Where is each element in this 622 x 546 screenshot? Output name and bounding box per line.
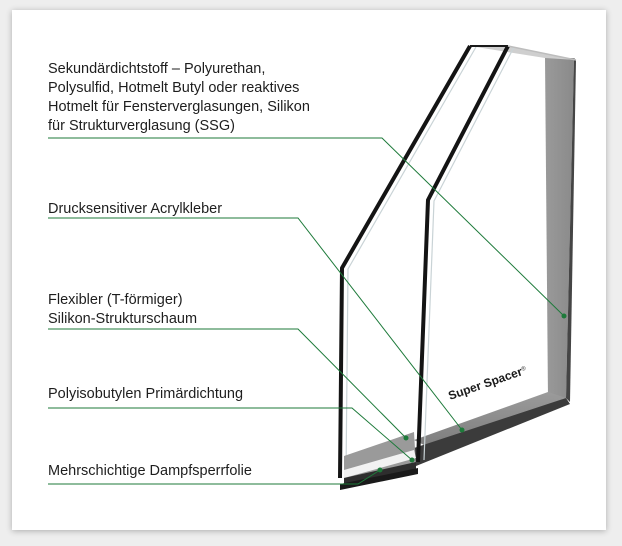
spacer-frame	[414, 46, 576, 466]
rear-glass-pane	[416, 45, 510, 463]
spacer-vertical-side	[566, 58, 576, 402]
leader-dot	[409, 457, 415, 463]
leader-line-vapor-barrier	[48, 469, 381, 485]
leader-dot	[561, 313, 567, 319]
label-line: Mehrschichtige Dampfsperrfolie	[48, 463, 252, 479]
front-glass-pane-highlight	[345, 46, 477, 477]
spacer-section	[340, 432, 418, 490]
label-primary-seal: Polyisobutylen Primärdichtung	[48, 385, 243, 404]
leader-dot	[459, 427, 465, 433]
label-line: Hotmelt für Fensterverglasungen, Silikon	[48, 99, 310, 115]
label-line: Silikon-Strukturschaum	[48, 311, 198, 327]
leader-line-acrylic-adhesive	[48, 217, 463, 431]
label-secondary-sealant: Sekundärdichtstoff – Polyurethan, Polysu…	[48, 60, 310, 136]
label-silicone-foam: Flexibler (T-förmiger) Silikon-Strukturs…	[48, 291, 197, 329]
leader-dot	[403, 435, 409, 441]
glass-top-edge-back	[507, 45, 577, 61]
label-line: Sekundärdichtstoff – Polyurethan,	[48, 61, 266, 77]
label-line: für Strukturverglasung (SSG)	[48, 118, 235, 134]
product-mark: Super Spacer	[446, 364, 524, 403]
vapor-barrier-strip	[344, 450, 416, 478]
spacer-vertical-face	[545, 58, 574, 400]
spacer-top-edge	[470, 46, 576, 60]
leader-dots	[377, 313, 567, 473]
product-mark-symbol: ®	[520, 365, 527, 373]
label-line: Flexibler (T-förmiger)	[48, 292, 183, 308]
leader-lines	[48, 137, 565, 485]
leader-line-secondary-sealant	[48, 137, 565, 317]
leader-dot	[377, 467, 383, 473]
secondary-sealant-base	[340, 468, 418, 490]
spacer-bottom-underside	[414, 398, 570, 466]
label-acrylic-adhesive: Drucksensitiver Acrylkleber	[48, 200, 222, 219]
front-glass-pane	[338, 45, 472, 479]
rear-glass-pane-highlight	[423, 46, 515, 461]
label-line: Drucksensitiver Acrylkleber	[48, 201, 223, 217]
diagram-card	[12, 10, 606, 530]
spacer-bottom-face	[414, 392, 566, 448]
leader-line-silicone-foam	[48, 328, 407, 439]
label-line: Polyisobutylen Primärdichtung	[48, 386, 244, 402]
label-line: Polysulfid, Hotmelt Butyl oder reaktives	[48, 80, 300, 96]
leader-line-primary-seal	[48, 407, 413, 461]
label-vapor-barrier: Mehrschichtige Dampfsperrfolie	[48, 462, 252, 481]
